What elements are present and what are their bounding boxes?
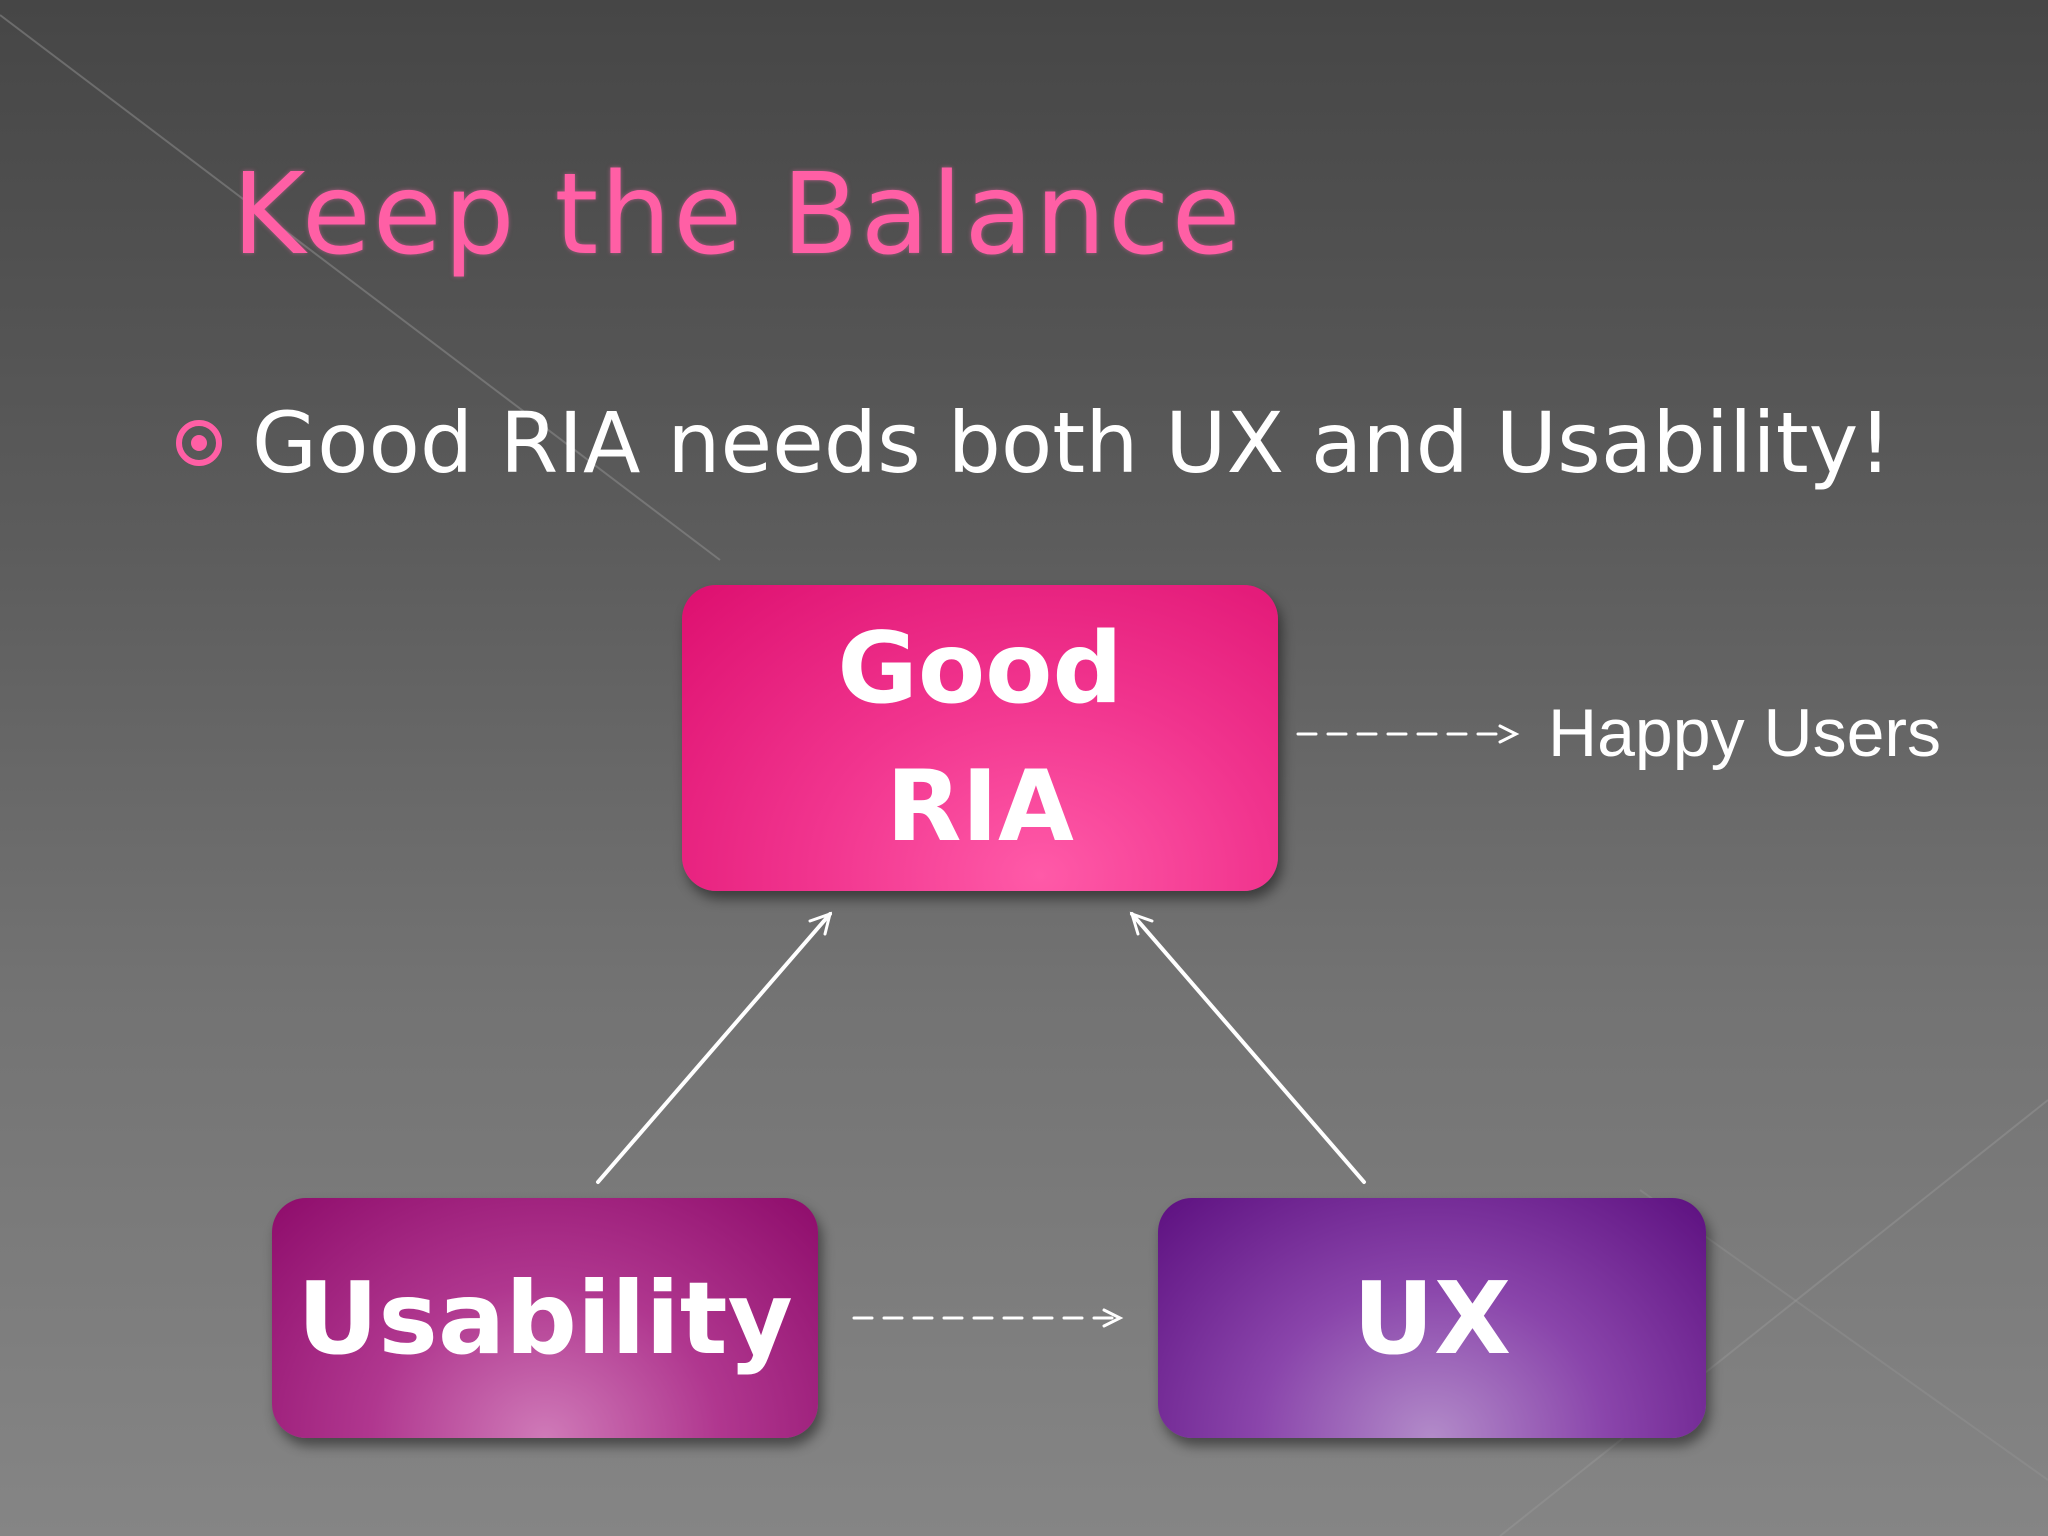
good-ria-label: Good RIA [837, 612, 1123, 864]
bullet-circle-icon [176, 420, 222, 466]
arrowhead-happy-users [1498, 724, 1520, 744]
bullet-text: Good RIA needs both UX and Usability! [252, 394, 1893, 492]
usability-label: Usability [297, 1259, 793, 1377]
ux-node: UX [1158, 1198, 1706, 1438]
arrowhead-usability [808, 911, 833, 936]
happy-users-label: Happy Users [1548, 695, 1942, 771]
arrow-ux-to-good-ria [1130, 912, 1366, 1184]
good-ria-node: Good RIA [682, 585, 1278, 891]
slide-title: Keep the Balance [232, 150, 1243, 280]
ux-label: UX [1352, 1259, 1512, 1377]
usability-node: Usability [272, 1198, 818, 1438]
arrowhead-usability-to-ux [1102, 1308, 1124, 1328]
arrowhead-ux [1129, 911, 1154, 936]
arrow-usability-to-good-ria [596, 912, 832, 1184]
bullet-item: Good RIA needs both UX and Usability! [176, 394, 1892, 492]
